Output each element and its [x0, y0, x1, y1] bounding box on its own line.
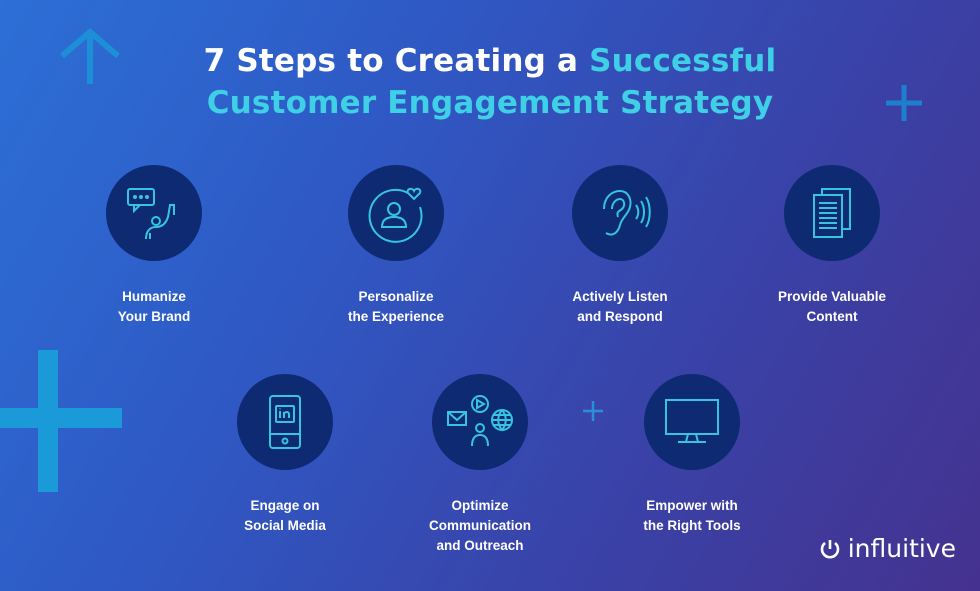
step-tools: Empower with the Right Tools: [597, 374, 787, 536]
step-listen: Actively Listen and Respond: [525, 165, 715, 327]
step-label-line: and Respond: [577, 309, 663, 324]
page-title: 7 Steps to Creating a Successful Custome…: [0, 40, 980, 124]
arrow-up-decoration: [60, 28, 120, 84]
step-label-line: Personalize: [358, 289, 434, 304]
step-label-line: Humanize: [122, 289, 186, 304]
monitor-icon: [665, 399, 719, 443]
brand-logo: influitive: [818, 534, 956, 563]
step-label: Humanize Your Brand: [59, 287, 249, 327]
plus-decoration-small: [583, 401, 603, 421]
step-label-line: Communication: [428, 518, 531, 533]
step-content: Provide Valuable Content: [737, 165, 927, 327]
step-label-line: Actively Listen: [572, 289, 668, 304]
step-circle: [106, 165, 202, 261]
step-label: Personalize the Experience: [301, 287, 491, 327]
brand-name: influitive: [847, 534, 956, 563]
raised-hand-chat-icon: [127, 188, 175, 240]
step-label: Engage on Social Media: [190, 496, 380, 536]
person-heart-icon: [368, 187, 423, 243]
step-label: Actively Listen and Respond: [525, 287, 715, 327]
step-label-line: the Right Tools: [643, 518, 741, 533]
step-label-line: Your Brand: [117, 309, 191, 324]
step-label-line: Social Media: [244, 518, 326, 533]
step-social: Engage on Social Media: [190, 374, 380, 536]
title-line2: Customer Engagement Strategy: [206, 85, 774, 121]
step-label-line: Engage on: [250, 498, 320, 513]
documents-icon: [813, 188, 851, 238]
communication-channels-icon: [447, 395, 513, 447]
step-label-line: Optimize: [451, 498, 509, 513]
step-circle: [237, 374, 333, 470]
step-personalize: Personalize the Experience: [301, 165, 491, 327]
ear-sound-icon: [603, 189, 651, 236]
step-label-line: and Outreach: [436, 538, 524, 553]
step-circle: [572, 165, 668, 261]
phone-linkedin-icon: [269, 395, 301, 449]
step-humanize: Humanize Your Brand: [59, 165, 249, 327]
plus-decoration-top-right: [886, 85, 922, 121]
title-line1-plain: 7 Steps to Creating a: [203, 43, 590, 79]
title-line1-accent: Successful: [589, 43, 777, 79]
step-label: Provide Valuable Content: [737, 287, 927, 327]
step-label-line: the Experience: [347, 309, 445, 324]
step-label: Optimize Communication and Outreach: [385, 496, 575, 556]
step-label-line: Content: [806, 309, 858, 324]
step-circle: [432, 374, 528, 470]
step-label: Empower with the Right Tools: [597, 496, 787, 536]
step-label-line: Empower with: [646, 498, 738, 513]
power-icon: [820, 539, 840, 558]
step-circle: [644, 374, 740, 470]
step-circle: [784, 165, 880, 261]
step-label-line: Provide Valuable: [777, 289, 887, 304]
plus-decoration-large-left: [0, 350, 122, 492]
step-communication: Optimize Communication and Outreach: [385, 374, 575, 556]
step-circle: [348, 165, 444, 261]
